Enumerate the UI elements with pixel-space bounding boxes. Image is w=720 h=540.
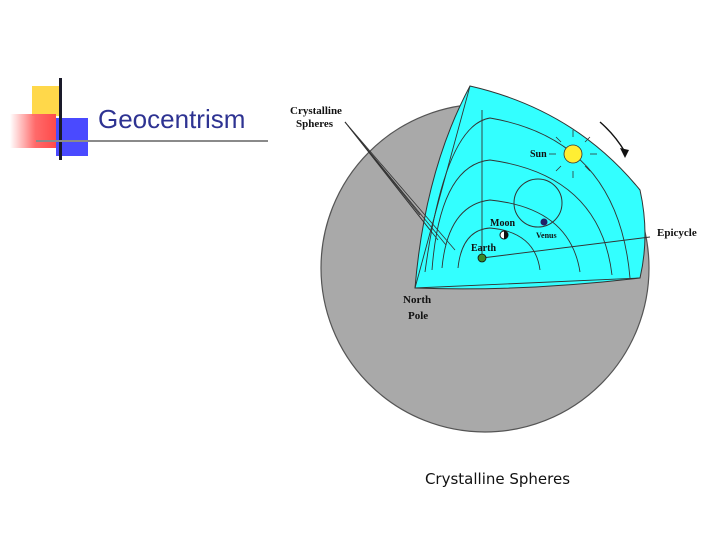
moon-shadow bbox=[504, 231, 508, 239]
label-earth: Earth bbox=[471, 243, 496, 254]
pointer-line-5 bbox=[344, 121, 456, 251]
shell-3 bbox=[431, 159, 613, 276]
slide-title: Geocentrism bbox=[98, 104, 246, 134]
decor-yellow-square bbox=[32, 86, 62, 116]
pointer-line-4 bbox=[344, 121, 447, 246]
epicycle-circle bbox=[513, 178, 563, 228]
decor-title-underline bbox=[36, 140, 268, 142]
epicycle-pointer bbox=[481, 236, 651, 259]
label-pointers bbox=[344, 121, 456, 251]
meridian-line bbox=[414, 85, 471, 289]
label-sun: Sun bbox=[530, 149, 547, 160]
label-spheres: Spheres bbox=[296, 118, 334, 130]
shell-4 bbox=[424, 117, 631, 279]
rotation-arrow-icon bbox=[599, 121, 629, 158]
diagram-caption: Crystalline Spheres bbox=[424, 470, 571, 488]
shell-2 bbox=[441, 199, 581, 273]
label-pole: Pole bbox=[408, 310, 428, 322]
venus-icon bbox=[540, 218, 548, 226]
cutaway-wedge bbox=[414, 85, 646, 290]
decor-red-square bbox=[10, 114, 56, 148]
decor-vertical-line bbox=[59, 78, 62, 160]
equator-line bbox=[414, 277, 641, 289]
label-epicycle: Epicycle bbox=[657, 227, 697, 239]
label-north: North bbox=[403, 294, 431, 306]
sun-icon bbox=[549, 130, 597, 178]
label-crystalline: Crystalline bbox=[290, 105, 342, 117]
label-venus: Venus bbox=[536, 231, 557, 240]
label-moon: Moon bbox=[490, 218, 515, 229]
earth-icon bbox=[477, 253, 487, 263]
pointer-line-3 bbox=[344, 121, 439, 241]
